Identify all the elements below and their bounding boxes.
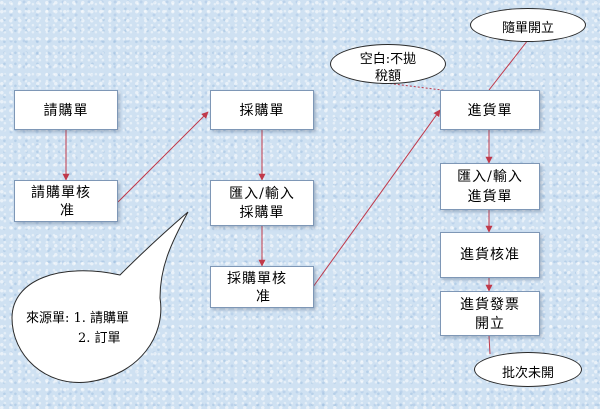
note-blank-tax: 空白:不拋 稅額 [330, 44, 446, 84]
node-import-purchase-order-line1: 匯入/輸入 [229, 186, 295, 202]
node-purchase-order-approval-line2: 准 [256, 289, 271, 305]
connector-issued-with-slip [488, 39, 529, 91]
node-import-receiving: 匯入/輸入 進貨單 [440, 163, 540, 210]
node-receiving-approval-label: 進貨核准 [460, 247, 520, 263]
note-blank-tax-line1: 空白:不拋 [359, 52, 417, 67]
callout-line2: 2. 訂單 [78, 331, 121, 346]
node-purchase-order-approval: 採購單核 准 [210, 266, 314, 308]
node-receiving-invoice-line2: 開立 [475, 316, 505, 332]
note-batch-not-issued-label: 批次未開 [501, 366, 554, 381]
node-import-receiving-line1: 匯入/輸入 [457, 169, 523, 185]
node-receiving-label: 進貨單 [467, 103, 513, 119]
node-purchase-order-approval-line1: 採購單核 [227, 271, 287, 287]
node-purchase-order: 採購單 [210, 90, 314, 130]
arrow-approval-to-po [117, 111, 209, 203]
note-issued-with-slip: 隨單開立 [470, 8, 586, 42]
node-receiving: 進貨單 [440, 90, 540, 130]
node-purchase-request-approval-line1: 請購單核 [31, 185, 91, 201]
note-issued-with-slip-label: 隨單開立 [501, 21, 554, 36]
node-purchase-request-approval-line2: 准 [60, 203, 75, 219]
callout-line1: 來源單: 1. 請購單 [26, 311, 130, 326]
node-receiving-invoice-line1: 進貨發票 [460, 297, 520, 313]
arrow-po-approval-to-receiving [312, 109, 441, 288]
callout-bubble [11, 211, 189, 383]
node-import-purchase-order-line2: 採購單 [239, 205, 285, 221]
node-receiving-approval: 進貨核准 [440, 232, 540, 278]
node-purchase-order-label: 採購單 [239, 103, 285, 119]
node-receiving-invoice: 進貨發票 開立 [440, 291, 540, 336]
node-purchase-request-label: 請購單 [43, 103, 89, 119]
connector-batch-not-issued [488, 335, 491, 355]
node-purchase-request: 請購單 [14, 90, 118, 130]
node-import-receiving-line2: 進貨單 [467, 189, 513, 205]
node-import-purchase-order: 匯入/輸入 採購單 [210, 180, 314, 226]
note-blank-tax-line2: 稅額 [374, 69, 401, 84]
node-purchase-request-approval: 請購單核 准 [14, 180, 118, 222]
note-batch-not-issued: 批次未開 [474, 352, 582, 387]
